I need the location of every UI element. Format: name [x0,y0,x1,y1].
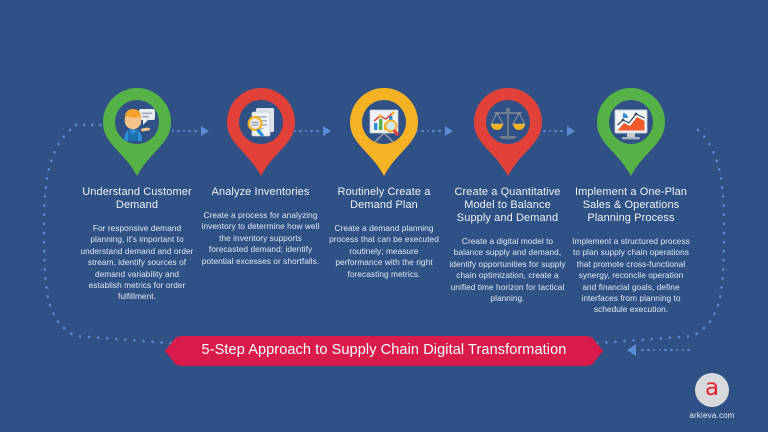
path-dot [548,129,552,133]
arrow-head-icon [626,344,636,356]
path-dot [426,129,430,133]
path-dot [437,129,441,133]
monitor-chart-icon [610,103,652,145]
step-3-body: Create a demand planning process that ca… [329,223,439,279]
arrow-head-icon [444,126,453,136]
step-3-title: Routinely Create a Demand Plan [337,186,431,211]
path-dot [559,129,563,133]
arrow-head-icon [322,126,331,136]
path-dot [421,129,424,133]
arkieva-logo-icon: a [695,373,729,407]
path-dot [415,129,419,133]
step-5-title: Implement a One-Plan Sales & Operations … [574,186,688,224]
step-5-implement-one-plan-sop[interactable]: Implement a One-Plan Sales & Operations … [572,88,690,316]
step-2-analyze-inventories[interactable]: Analyze Inventories Create a process for… [202,88,320,267]
path-dot [299,129,302,133]
step-4-title: Create a Quantitative Model to Balance S… [454,186,561,224]
step-1-understand-customer-demand[interactable]: Understand Customer Demand For responsiv… [78,88,196,303]
step-4-body: Create a digital model to balance supply… [449,236,566,304]
step-2-title: Analyze Inventories [211,186,310,198]
path-dot [641,348,644,352]
path-dot [543,129,546,133]
banner-row: 5-Step Approach to Supply Chain Digital … [0,336,768,366]
step-5-body: Implement a structured process to plan s… [572,236,690,315]
path-dot [646,348,650,352]
arrow-head-icon [566,126,575,136]
path-dot [293,129,297,133]
path-dot [171,129,175,133]
chart-board-magnifier-icon [363,103,405,145]
path-dot [193,129,197,133]
step-2-body: Create a process for analyzing inventory… [201,210,320,266]
path-dot [681,348,685,352]
steps-row: Understand Customer Demand For responsiv… [78,88,690,316]
step-3-routinely-create-a-demand-plan[interactable]: Routinely Create a Demand Plan Create a … [325,88,443,280]
step-4-pin[interactable] [472,88,544,178]
main-title-banner: 5-Step Approach to Supply Chain Digital … [164,336,604,366]
step-1-pin[interactable] [101,88,173,178]
step-1-body: For responsive demand planning, it's imp… [80,223,194,302]
banner-inbound-arrow-right [626,344,690,356]
path-dot [304,129,308,133]
path-dot [664,348,667,352]
step-4-create-a-quantitative-model[interactable]: Create a Quantitative Model to Balance S… [449,88,567,304]
path-dot [670,348,673,352]
step-3-pin[interactable] [348,88,420,178]
step-2-pin[interactable] [225,88,297,178]
path-dot [675,348,679,352]
path-dot [554,129,557,133]
logo-website-label: arkieva.com [689,411,735,420]
path-dot [652,348,656,352]
brand-logo[interactable]: a arkieva.com [674,373,750,420]
step-5-pin[interactable] [595,88,667,178]
path-dot [310,129,313,133]
path-dot [432,129,435,133]
step-1-title: Understand Customer Demand [82,186,192,211]
path-dot [177,129,180,133]
path-dot [658,348,662,352]
path-dot [188,129,191,133]
person-speech-bubble-icon [116,103,158,145]
path-dot [182,129,186,133]
document-magnifier-icon [240,103,282,145]
balance-scales-icon [487,103,529,145]
arrow-head-icon [200,126,209,136]
path-dot [315,129,319,133]
path-dot [687,348,690,352]
